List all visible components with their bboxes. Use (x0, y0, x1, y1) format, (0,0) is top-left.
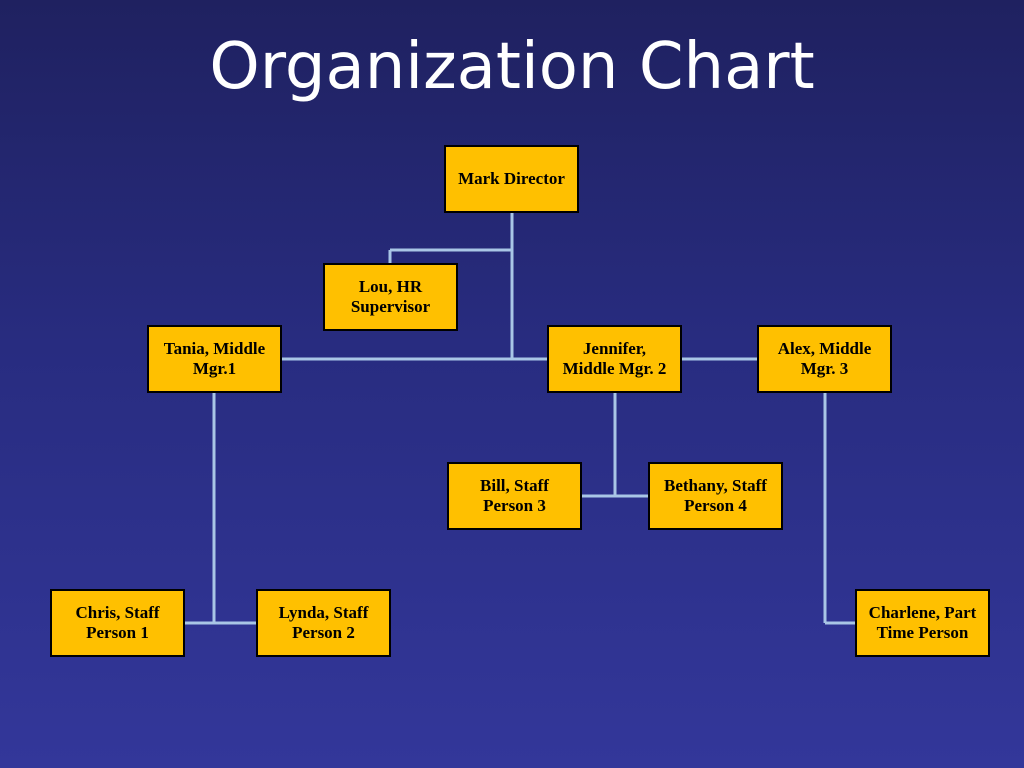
org-node-tania-middle-mgr-1: Tania, Middle Mgr.1 (147, 325, 282, 393)
page-title: Organization Chart (209, 30, 815, 104)
org-node-lynda-staff-person-2: Lynda, Staff Person 2 (256, 589, 391, 657)
org-node-bethany-staff-person-4: Bethany, Staff Person 4 (648, 462, 783, 530)
org-node-chris-staff-person-1: Chris, Staff Person 1 (50, 589, 185, 657)
org-node-jennifer-middle-mgr-2: Jennifer, Middle Mgr. 2 (547, 325, 682, 393)
org-node-mark-director: Mark Director (444, 145, 579, 213)
org-node-bill-staff-person-3: Bill, Staff Person 3 (447, 462, 582, 530)
org-node-lou-hr-supervisor: Lou, HR Supervisor (323, 263, 458, 331)
org-node-charlene-part-time-person: Charlene, Part Time Person (855, 589, 990, 657)
org-node-alex-middle-mgr-3: Alex, Middle Mgr. 3 (757, 325, 892, 393)
